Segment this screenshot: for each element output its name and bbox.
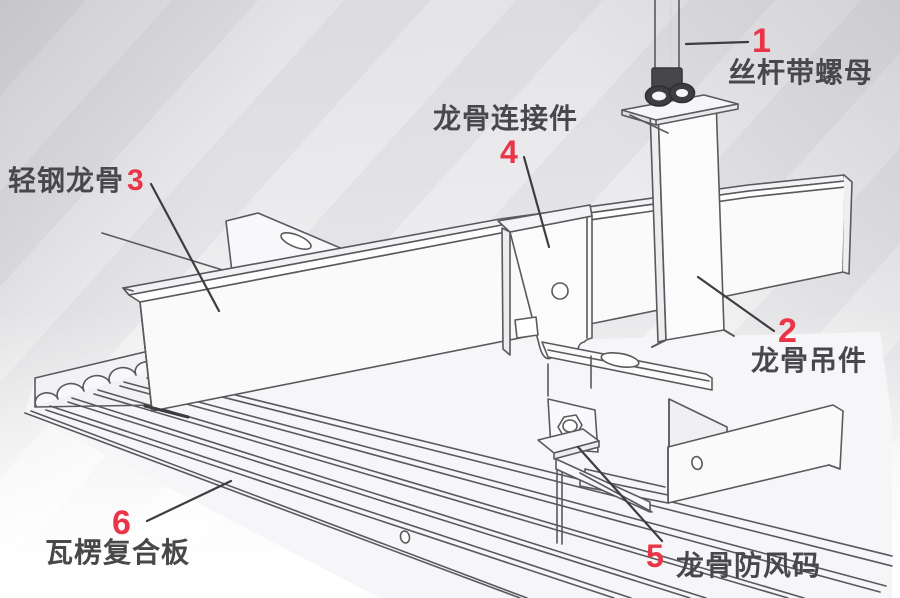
callout-number-5: 5 <box>646 538 664 574</box>
leader-1 <box>684 40 750 46</box>
keel-connector <box>497 204 593 360</box>
callout-number-6: 6 <box>112 504 131 542</box>
leader-2 <box>696 275 776 333</box>
wind-clip <box>537 355 653 513</box>
callout-label-keel-connector: 龙骨连接件 <box>433 103 579 134</box>
keel-hanger <box>621 0 739 348</box>
callout-label-composite-panel: 瓦楞复合板 <box>45 537 191 568</box>
callout-number-3: 3 <box>127 164 145 197</box>
callout-number-2: 2 <box>778 312 797 350</box>
panel-seam <box>556 464 563 545</box>
callout-number-4: 4 <box>500 134 518 170</box>
slotted-strap <box>541 341 713 391</box>
leader-3 <box>149 182 221 313</box>
callout-label-wind-clip: 龙骨防风码 <box>676 550 822 581</box>
hex-nut <box>644 82 696 107</box>
callout-number-1: 1 <box>752 22 771 60</box>
leader-lines <box>145 40 776 543</box>
corrugated-panel <box>24 332 893 598</box>
leader-5 <box>576 445 664 543</box>
leader-4 <box>522 155 551 249</box>
callout-label-threaded-rod: 丝杆带螺母 <box>728 57 874 88</box>
callout-label-keel-hanger: 龙骨吊件 <box>751 345 868 376</box>
leader-6 <box>145 479 233 523</box>
